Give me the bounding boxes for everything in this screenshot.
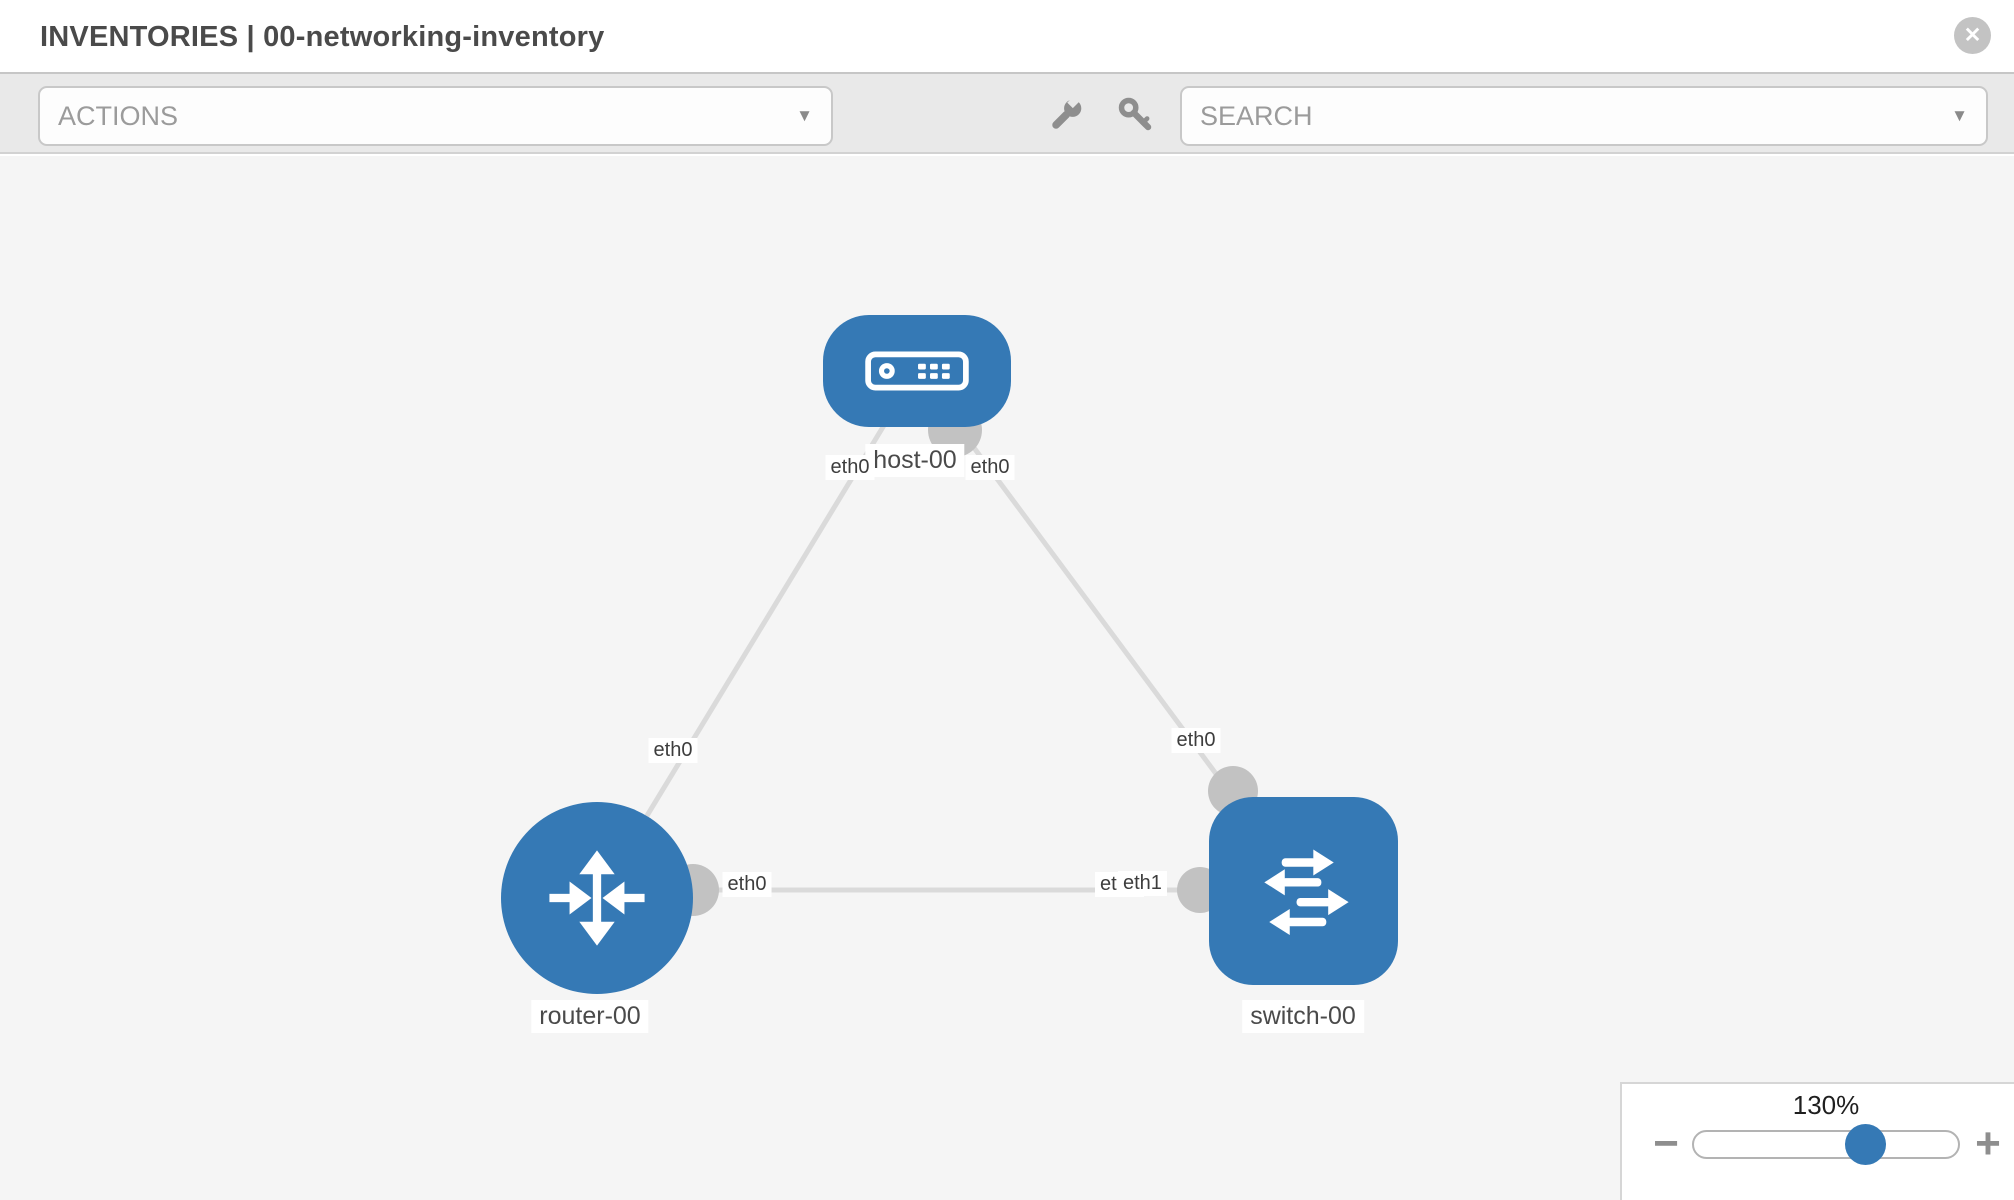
node-router-00[interactable]: [501, 802, 693, 994]
zoom-control-panel: 130% − +: [1620, 1082, 2014, 1200]
caret-down-icon: ▼: [1951, 106, 1968, 125]
zoom-in-button[interactable]: +: [1966, 1122, 2010, 1166]
search-placeholder: SEARCH: [1200, 100, 1313, 131]
page-title: INVENTORIES | 00-networking-inventory: [40, 21, 605, 53]
node-label-switch-00: switch-00: [1242, 1000, 1364, 1033]
node-label-host-00: host-00: [865, 444, 965, 477]
configure-button[interactable]: [1034, 83, 1098, 147]
header: INVENTORIES | 00-networking-inventory ✕: [0, 0, 2014, 72]
zoom-out-button[interactable]: −: [1644, 1122, 1688, 1166]
server-icon: [865, 351, 969, 391]
close-icon: ✕: [1963, 24, 1982, 47]
zoom-level-value: 130%: [1792, 1090, 1860, 1120]
minus-icon: −: [1653, 1119, 1679, 1168]
zoom-slider-thumb[interactable]: [1845, 1124, 1886, 1165]
interface-label-switch-eth0-top: eth0: [1171, 728, 1221, 753]
node-switch-00[interactable]: [1209, 797, 1398, 985]
node-label-router-00: router-00: [531, 1000, 649, 1033]
toolbar: ACTIONS ▼ SEARCH ▼: [0, 72, 2014, 154]
caret-down-icon: ▼: [796, 106, 813, 125]
node-host-00[interactable]: [823, 315, 1011, 427]
switch-icon: [1263, 849, 1349, 936]
interface-label-host-eth0-right: eth0: [965, 455, 1015, 480]
interface-label-router-eth0-lan: eth0: [722, 872, 772, 897]
actions-dropdown-label: ACTIONS: [58, 100, 179, 131]
key-icon: [1118, 97, 1152, 131]
actions-dropdown[interactable]: ACTIONS ▼: [38, 86, 833, 146]
interface-label-switch-eth1: eth1: [1118, 871, 1167, 896]
key-button[interactable]: [1104, 83, 1168, 147]
interface-label-router-eth0-uplink: eth0: [648, 738, 698, 763]
topology-canvas[interactable]: host-00 router-00 switch-00 eth0 eth0 et…: [0, 156, 2014, 1200]
search-dropdown[interactable]: SEARCH ▼: [1180, 86, 1988, 146]
plus-icon: +: [1975, 1119, 2001, 1168]
interface-label-host-eth0-left: eth0: [825, 455, 875, 480]
close-button[interactable]: ✕: [1954, 17, 1991, 54]
link-layer: [594, 369, 1306, 900]
router-icon: [549, 850, 645, 946]
wrench-icon: [1052, 95, 1082, 129]
zoom-slider-track[interactable]: [1692, 1130, 1960, 1159]
